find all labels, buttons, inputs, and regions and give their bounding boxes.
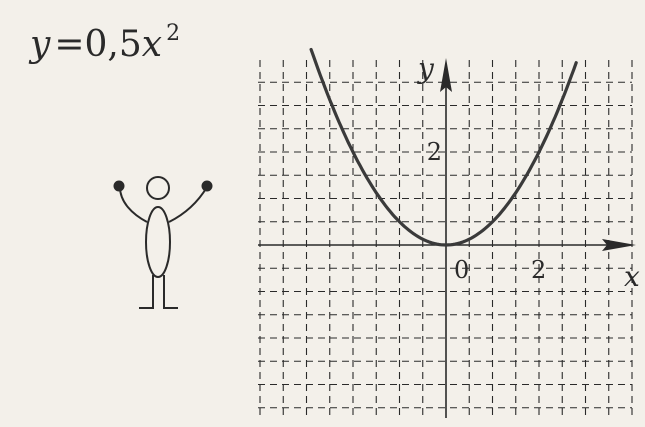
formula-exp: 2 xyxy=(166,21,180,46)
y-tick-label: 2 xyxy=(427,138,442,166)
stick-figure-icon xyxy=(113,176,213,309)
origin-label: 0 xyxy=(454,256,469,284)
curve-layer xyxy=(309,47,578,247)
x-tick-label: 2 xyxy=(531,256,546,284)
formula-lhs: y xyxy=(28,24,51,65)
formula-coef: 0,5 xyxy=(85,24,142,65)
axis-labels: y x 0 2 2 xyxy=(416,52,640,293)
x-axis-arrow-icon xyxy=(602,239,636,251)
x-axis-label: x xyxy=(624,260,640,293)
axes xyxy=(258,58,636,418)
formula-var: x xyxy=(142,24,162,65)
y-axis-label: y xyxy=(416,52,435,85)
formula-eq: = xyxy=(54,24,84,65)
y-axis-arrow-icon xyxy=(440,58,452,92)
grid xyxy=(258,60,633,418)
parabola-curve xyxy=(309,47,578,247)
